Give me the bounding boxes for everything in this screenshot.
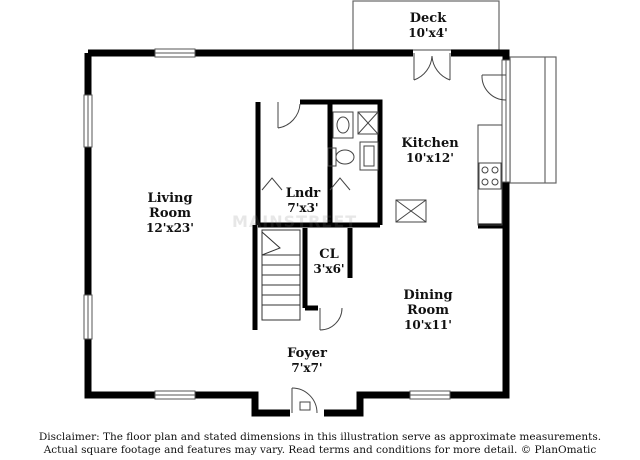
room-kitchen-name: Kitchen (401, 136, 459, 151)
deck-door (413, 53, 451, 81)
disclaimer-line-2: Actual square footage and features may v… (43, 444, 597, 456)
disclaimer-line-1: Disclaimer: The floor plan and stated di… (38, 431, 602, 443)
disclaimer: Disclaimer: The floor plan and stated di… (0, 431, 640, 457)
front-door (291, 387, 318, 414)
closet-door (319, 307, 343, 331)
bath-fixtures (327, 111, 379, 171)
room-laundry: Lndr 7'x3' (268, 186, 338, 216)
side-bay (509, 56, 557, 184)
room-deck-dims: 10'x4' (408, 26, 448, 40)
bifold-doors (261, 177, 351, 191)
kitchen-counters (395, 124, 503, 226)
watermark: MAINSTREET (232, 212, 358, 231)
windows (83, 48, 511, 400)
room-living: Living Room 12'x23' (130, 191, 210, 236)
room-foyer-name: Foyer (287, 346, 327, 361)
interior-walls (252, 99, 506, 330)
room-closet-name: CL (319, 247, 339, 262)
room-foyer-dims: 7'x7' (291, 361, 323, 375)
laundry-door (277, 102, 301, 129)
room-laundry-name: Lndr (285, 186, 321, 201)
room-dining-dims: 10'x11' (404, 318, 452, 332)
deck-outline (352, 0, 500, 51)
room-living-name-1: Living (147, 191, 193, 206)
room-living-dims: 12'x23' (146, 221, 194, 235)
room-dining: Dining Room 10'x11' (388, 288, 468, 333)
room-closet-dims: 3'x6' (313, 262, 345, 276)
room-deck-name: Deck (409, 11, 447, 26)
room-deck: Deck 10'x4' (388, 11, 468, 41)
room-living-name-2: Room (149, 206, 191, 221)
room-foyer: Foyer 7'x7' (272, 346, 342, 376)
kitchen-side-door (481, 74, 507, 101)
room-closet: CL 3'x6' (305, 247, 353, 277)
room-dining-name-2: Room (407, 303, 449, 318)
room-laundry-dims: 7'x3' (287, 201, 319, 215)
room-dining-name-1: Dining (403, 288, 453, 303)
stairs (261, 229, 301, 321)
room-kitchen-dims: 10'x12' (406, 151, 454, 165)
room-kitchen: Kitchen 10'x12' (390, 136, 470, 166)
